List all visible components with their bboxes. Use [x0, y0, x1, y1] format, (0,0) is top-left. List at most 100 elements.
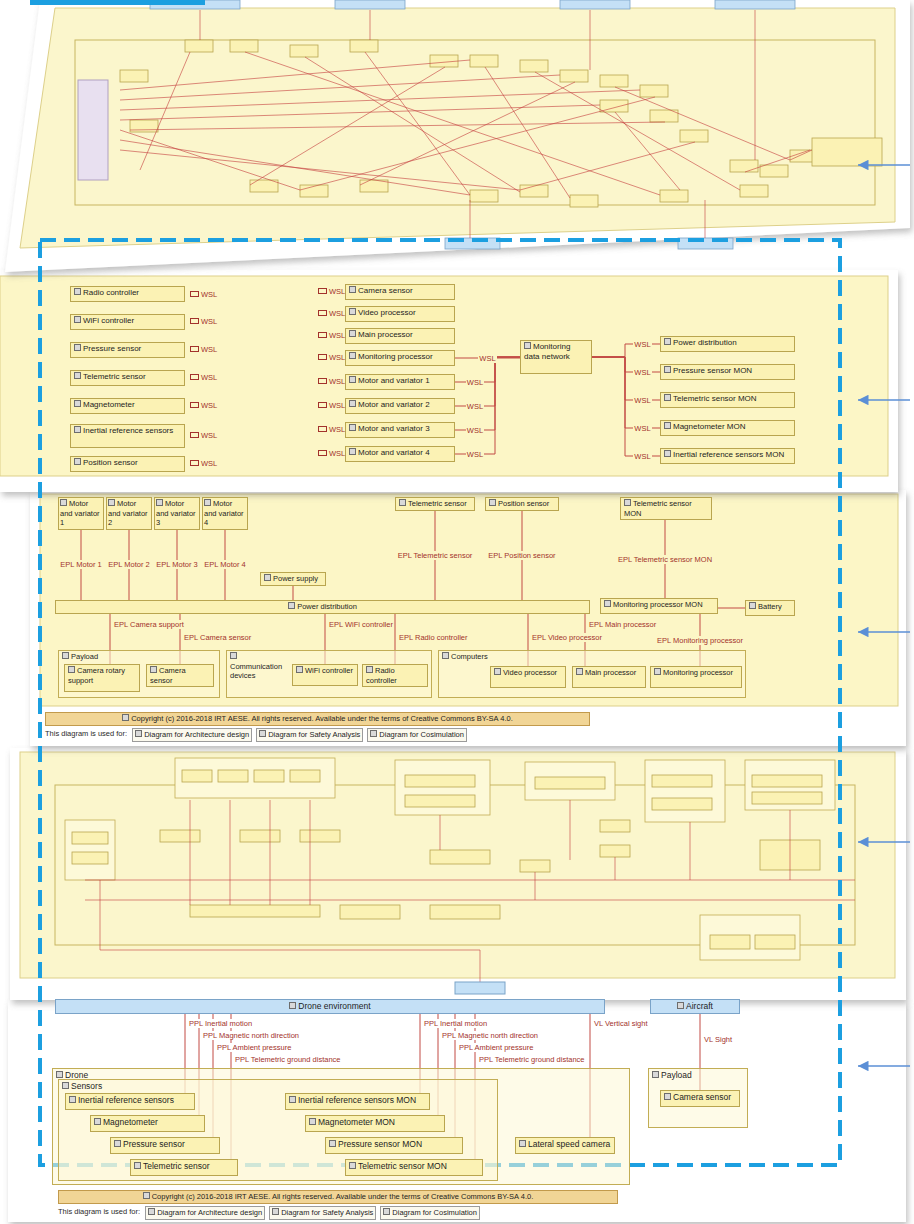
box-text: Monitoring data network [524, 342, 588, 362]
box-text: Computers [442, 652, 742, 662]
port-label: WSL [190, 345, 217, 354]
usage-chip: Diagram for Safety Analysis [269, 1206, 376, 1220]
box-text: Radio controller [74, 288, 181, 298]
pointer-arrow [858, 165, 910, 1066]
exchange-label: WSL [466, 450, 484, 459]
exchange-label: PPL Ambient pressure [216, 1043, 292, 1052]
layer-4-sheet [745, 760, 835, 810]
layer-2-sheet [0, 270, 898, 492]
layer-1-sheet [470, 190, 498, 202]
component-box: Radio controller [70, 286, 185, 302]
exchange-label: EPL Camera support [113, 620, 185, 629]
component-box: Telemetric sensor [130, 1159, 238, 1176]
box-text: Power distribution [664, 338, 791, 348]
layer-1-sheet [78, 80, 108, 180]
component-box: Power distribution [660, 336, 795, 352]
title-strip [30, 0, 205, 5]
layer-1-sheet [20, 8, 895, 248]
copyright-band: Copyright (c) 2016-2018 IRT AESE. All ri… [45, 712, 590, 726]
exchange-label: WSL [633, 368, 651, 377]
layer-4-sheet [10, 748, 906, 1000]
box-text: WiFi controller [74, 316, 181, 326]
layer-5-sheet [8, 1000, 906, 1222]
box-text: Position sensor [489, 499, 555, 509]
box-text: Motor and variator 3 [156, 499, 198, 528]
layer-3-sheet [30, 490, 906, 746]
exchange-label: EPL WiFi controller [328, 620, 394, 629]
exchange-label: WSL [633, 340, 651, 349]
box-text: Pressure sensor MON [664, 366, 791, 376]
box-text: Motor and variator 3 [349, 424, 451, 434]
port-label: WSL [318, 425, 345, 434]
box-text: WiFi controller [296, 666, 354, 676]
component-box: Camera sensor [146, 664, 214, 687]
box-text: Sensors [62, 1081, 494, 1092]
usage-chip: Diagram for Cosimulation [380, 1206, 480, 1220]
component-box: Magnetometer [90, 1115, 205, 1132]
exchange-label: EPL Motor 2 [107, 560, 150, 569]
box-text: Camera sensor [664, 1092, 736, 1103]
layer-4-sheet [182, 770, 212, 782]
exchange-label: PPL Magnetic north direction [441, 1031, 539, 1040]
component-box: Motor and variator 1 [58, 497, 104, 530]
environment-box: Drone environment [55, 999, 605, 1014]
layer-4-sheet [160, 830, 200, 842]
exchange-label: PPL Inertial motion [423, 1019, 488, 1028]
port-label: WSL [318, 287, 345, 296]
component-box: Motor and variator 4 [345, 446, 455, 462]
box-text: Payload [652, 1070, 744, 1081]
layer-1-sheet [290, 45, 318, 57]
box-text: Camera sensor [349, 286, 451, 296]
exchange-label: EPL Video processor [531, 633, 603, 642]
box-text: Main processor [349, 330, 451, 340]
box-text: Camera rotary support [68, 666, 136, 685]
box-text: Diagram for Cosimulation [383, 1208, 477, 1218]
usage-note: This diagram is used for: [58, 1207, 140, 1216]
port-label: WSL [190, 290, 217, 299]
component-box: Monitoring processor [650, 666, 742, 688]
layer-4-sheet [405, 775, 475, 787]
layer-4-sheet [65, 820, 115, 880]
exchange-label: WSL [466, 402, 484, 411]
exchange-label: EPL Monitoring processor [656, 636, 744, 645]
port-label: WSL [318, 353, 345, 362]
box-text: Motor and variator 1 [349, 376, 451, 386]
port-label: WSL [318, 377, 345, 386]
port-label: WSL [318, 401, 345, 410]
box-text: Video processor [349, 308, 451, 318]
layer-4-sheet [535, 777, 605, 789]
layer-1-sheet [520, 185, 548, 197]
exchange-label: VL Sight [703, 1035, 733, 1044]
component-box: Camera rotary support [64, 664, 140, 692]
box-text: Motor and variator 4 [204, 499, 246, 528]
port-label: WSL [190, 317, 217, 326]
layer-1-sheet [520, 60, 548, 72]
component-box: Position sensor [485, 497, 559, 511]
component-box: Telemetric sensor MON [660, 392, 795, 408]
exchange-label: PPL Magnetic north direction [202, 1031, 300, 1040]
layer-4-sheet [430, 905, 500, 919]
layer-1-sheet [120, 10, 812, 238]
box-text: Video processor [494, 668, 562, 678]
pointer-arrow [858, 1065, 910, 1067]
box-text: Inertial reference sensors MON [664, 450, 791, 460]
component-box: Monitoring processor MON [600, 598, 718, 614]
component-box: Inertial reference sensors MON [660, 448, 795, 464]
layer-1-sheet [300, 185, 328, 197]
usage-note: This diagram is used for: [45, 729, 127, 738]
port-label: WSL [190, 401, 217, 410]
layer-1-sheet [740, 185, 768, 197]
layer-4-sheet [645, 760, 725, 822]
box-text: Magnetometer [94, 1117, 201, 1128]
component-box: Video processor [345, 306, 455, 322]
box-text: Diagram for Architecture design [135, 730, 249, 740]
layer-1-sheet [660, 190, 688, 202]
component-box: Pressure sensor [110, 1137, 220, 1154]
layer-4-sheet [525, 762, 615, 800]
layer-1-sheet [335, 0, 405, 9]
component-box: Main processor [572, 666, 646, 688]
box-text: Motor and variator 2 [108, 499, 150, 528]
exchange-label: EPL Motor 1 [59, 560, 102, 569]
layer-1-sheet [250, 180, 278, 192]
port-label: WSL [318, 309, 345, 318]
